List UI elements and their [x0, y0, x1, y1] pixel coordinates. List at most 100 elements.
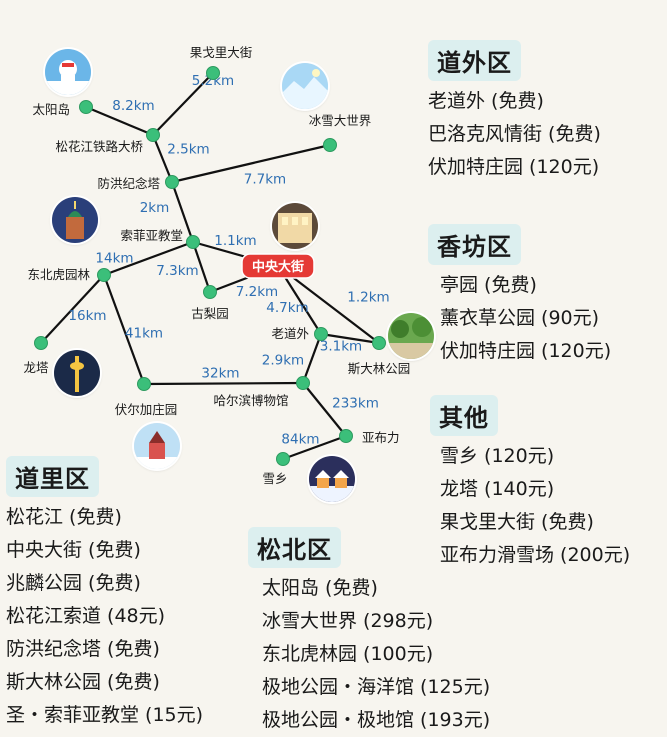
route-edge-museum-yabuli — [302, 382, 347, 437]
attraction-item: 亚布力滑雪场 (200元) — [440, 544, 631, 566]
district-title: 松北区 — [248, 527, 341, 568]
route-edge-tiger-longta — [40, 274, 105, 344]
attraction-item: 斯大林公园 (免费) — [6, 671, 160, 693]
center-label: 中央大街 — [252, 259, 304, 275]
place-label-taiyangdao: 太阳岛 — [32, 102, 70, 117]
district-songbei: 松北区 太阳岛 (免费) 冰雪大世界 (298元) 东北虎林园 (100元) 极… — [248, 527, 490, 737]
route-edge-laodaowai-museum — [301, 333, 323, 384]
distance-label: 2.9km — [262, 353, 304, 369]
node-xuexiang — [276, 452, 290, 466]
district-title: 其他 — [430, 395, 498, 436]
place-label-museum: 哈尔滨博物馆 — [213, 393, 288, 408]
distance-label: 84km — [281, 432, 319, 448]
district-daowai: 道外区 老道外 (免费) 巴洛克风情街 (免费) 伏加特庄园 (120元) — [428, 40, 601, 184]
attraction-item: 防洪纪念塔 (免费) — [6, 638, 160, 660]
node-taiyangdao — [79, 100, 93, 114]
distance-label: 8.2km — [112, 98, 154, 114]
route-edge-guogeli-songhua_bridge — [152, 72, 214, 136]
route-edge-volga-museum — [143, 381, 304, 386]
sophia-photo — [52, 197, 98, 243]
bingxue-photo — [282, 63, 328, 109]
place-label-stalin: 斯大林公园 — [348, 361, 411, 376]
node-songhua_bridge — [146, 128, 160, 142]
distance-label: 7.2km — [236, 284, 278, 300]
district-xiangfang: 香坊区 亭园 (免费) 薰衣草公园 (90元) 伏加特庄园 (120元) — [428, 224, 611, 368]
distance-label: 16km — [68, 308, 106, 324]
node-fanghong — [165, 175, 179, 189]
distance-label: 3.1km — [320, 339, 362, 355]
attraction-item: 圣・索菲亚教堂 (15元) — [6, 704, 204, 726]
route-edge-sophia-tiger — [103, 240, 194, 277]
stalin-photo — [388, 313, 434, 359]
place-labels: 太阳岛果戈里大街冰雪大世界松花江铁路大桥防洪纪念塔索菲亚教堂东北虎园林古梨园老道… — [23, 45, 410, 486]
attraction-item: 伏加特庄园 (120元) — [428, 156, 600, 178]
distance-label: 41km — [125, 326, 163, 342]
route-edge-taiyangdao-songhua_bridge — [85, 105, 154, 137]
zhongyang-photo — [272, 203, 318, 249]
center-node-zhongyang: 中央大街 — [241, 253, 315, 279]
attraction-item: 松花江 (免费) — [6, 506, 122, 528]
place-label-longta: 龙塔 — [23, 360, 49, 375]
node-museum — [296, 376, 310, 390]
place-label-xuexiang: 雪乡 — [262, 471, 287, 486]
distance-label: 4.7km — [266, 300, 308, 316]
distance-label: 7.7km — [244, 172, 286, 188]
district-title: 道外区 — [428, 40, 521, 81]
place-label-laodaowai: 老道外 — [271, 326, 309, 341]
distance-label: 2.5km — [167, 142, 209, 158]
distance-label: 32km — [201, 366, 239, 382]
district-other: 其他 雪乡 (120元) 龙塔 (140元) 果戈里大街 (免费) 亚布力滑雪场… — [430, 395, 630, 572]
place-label-bingxue: 冰雪大世界 — [309, 113, 372, 128]
node-longta — [34, 336, 48, 350]
center-badge — [241, 253, 315, 279]
distance-label: 5.2km — [192, 73, 234, 89]
distance-label: 7.3km — [156, 263, 198, 279]
district-title: 道里区 — [6, 456, 99, 497]
node-guli — [203, 285, 217, 299]
distance-label: 1.1km — [214, 233, 256, 249]
route-edge-sophia-guli — [191, 241, 212, 293]
attraction-item: 东北虎林园 (100元) — [262, 643, 434, 665]
route-edge-songhua_bridge-fanghong — [151, 134, 174, 183]
node-volga — [137, 377, 151, 391]
attraction-item: 极地公园・海洋馆 (125元) — [262, 676, 491, 698]
node-sophia — [186, 235, 200, 249]
distance-labels: 8.2km 5.2km 2.5km 7.7km 2km 1.1km 14km 7.3km 7.2… — [68, 73, 389, 448]
district-title: 香坊区 — [428, 224, 521, 265]
place-label-tiger: 东北虎园林 — [27, 267, 90, 282]
place-label-songhua_bridge: 松花江铁路大桥 — [55, 139, 143, 154]
node-yabuli — [339, 429, 353, 443]
attraction-item: 薰衣草公园 (90元) — [440, 307, 600, 329]
route-edge-yabuli-xuexiang — [282, 434, 347, 461]
attraction-item: 兆麟公园 (免费) — [6, 572, 141, 594]
place-label-guogeli: 果戈里大街 — [190, 45, 253, 60]
attraction-item: 太阳岛 (免费) — [262, 577, 378, 599]
route-edge-tiger-volga — [102, 274, 146, 385]
attraction-item: 巴洛克风情街 (免费) — [428, 123, 601, 145]
route-edge-zhongyang-stalin — [277, 265, 380, 344]
attraction-item: 亭园 (免费) — [440, 274, 537, 296]
place-label-volga: 伏尔加庄园 — [115, 402, 178, 417]
xuexiang-photo — [309, 456, 355, 502]
route-edges — [40, 72, 380, 461]
node-bingxue — [323, 138, 337, 152]
attraction-item: 龙塔 (140元) — [440, 478, 555, 500]
route-nodes: 中央大街 — [34, 66, 386, 466]
place-label-yabuli: 亚布力 — [362, 430, 400, 445]
route-edge-fanghong-bingxue — [171, 143, 331, 184]
node-laodaowai — [314, 327, 328, 341]
attraction-item: 冰雪大世界 (298元) — [262, 610, 434, 632]
attraction-item: 果戈里大街 (免费) — [440, 511, 594, 533]
distance-label: 2km — [140, 200, 170, 216]
distance-label: 14km — [95, 251, 133, 267]
attraction-item: 老道外 (免费) — [428, 90, 544, 112]
attraction-item: 伏加特庄园 (120元) — [440, 340, 612, 362]
attraction-item: 雪乡 (120元) — [440, 445, 555, 467]
place-label-sophia: 索菲亚教堂 — [120, 228, 183, 243]
longta-photo — [54, 350, 100, 396]
distance-label: 1.2km — [347, 290, 389, 306]
district-daoli: 道里区 松花江 (免费) 中央大街 (免费) 兆麟公园 (免费) 松花江索道 (… — [6, 456, 203, 732]
node-guogeli — [206, 66, 220, 80]
attraction-item: 中央大街 (免费) — [6, 539, 141, 561]
